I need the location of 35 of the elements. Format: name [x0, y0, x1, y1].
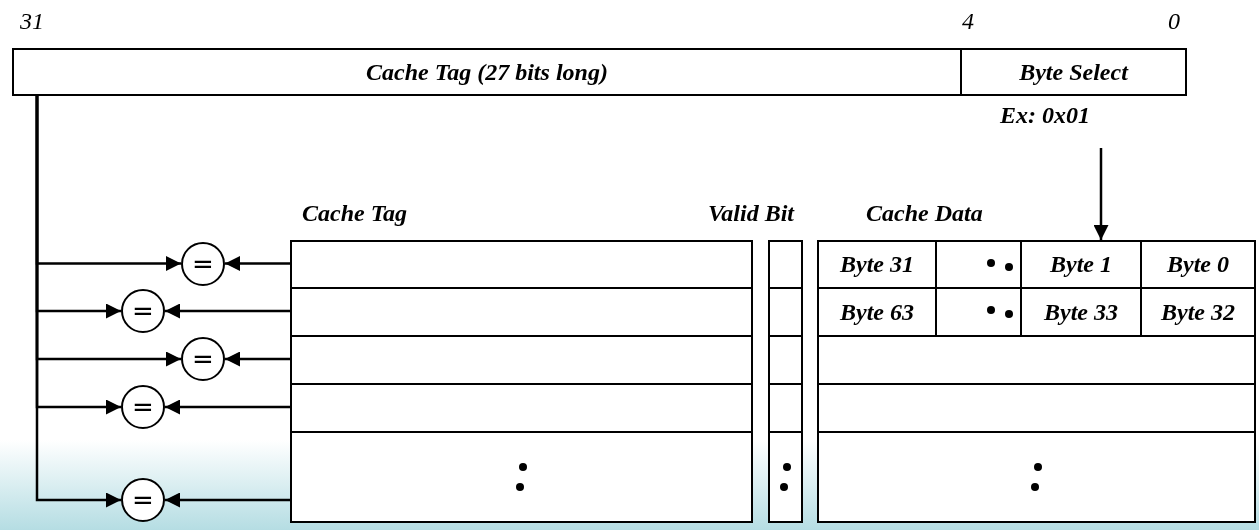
tag-entry-row [290, 335, 753, 385]
comparator-circle: = [121, 385, 165, 429]
byte-select-field: Byte Select [960, 48, 1187, 96]
arrow [165, 492, 290, 508]
arrow [165, 399, 290, 415]
arrow [1093, 148, 1109, 240]
valid-bit-cell [768, 335, 803, 385]
comparator-circle: = [121, 289, 165, 333]
example-value: Ex: 0x01 [1000, 102, 1090, 129]
column-heading: Cache Tag [302, 200, 408, 227]
data-cell [817, 335, 1256, 385]
tag-entry-row [290, 240, 753, 289]
data-cell [817, 383, 1256, 433]
valid-bit-cell [768, 431, 803, 523]
column-heading: Cache Data [866, 200, 983, 227]
tag-entry-row [290, 383, 753, 433]
arrow [225, 351, 290, 367]
bit-number: 0 [1168, 8, 1180, 35]
valid-bit-cell [768, 383, 803, 433]
data-byte-cell: Byte 0 [1140, 240, 1256, 289]
data-byte-cell: Byte 31 [817, 240, 937, 289]
tag-entry-row [290, 287, 753, 337]
valid-bit-cell [768, 240, 803, 289]
arrow [225, 256, 290, 271]
arrow [35, 96, 121, 508]
bit-number: 4 [962, 8, 974, 35]
comparator-circle: = [181, 241, 225, 286]
tag-field: Cache Tag (27 bits long) [12, 48, 962, 96]
data-cell [817, 431, 1256, 523]
arrow [165, 303, 290, 319]
column-heading: Valid Bit [708, 200, 795, 227]
bit-number: 31 [20, 8, 44, 35]
valid-bit-cell [768, 287, 803, 337]
tag-entry-row [290, 431, 753, 523]
comparator-circle: = [181, 337, 225, 381]
